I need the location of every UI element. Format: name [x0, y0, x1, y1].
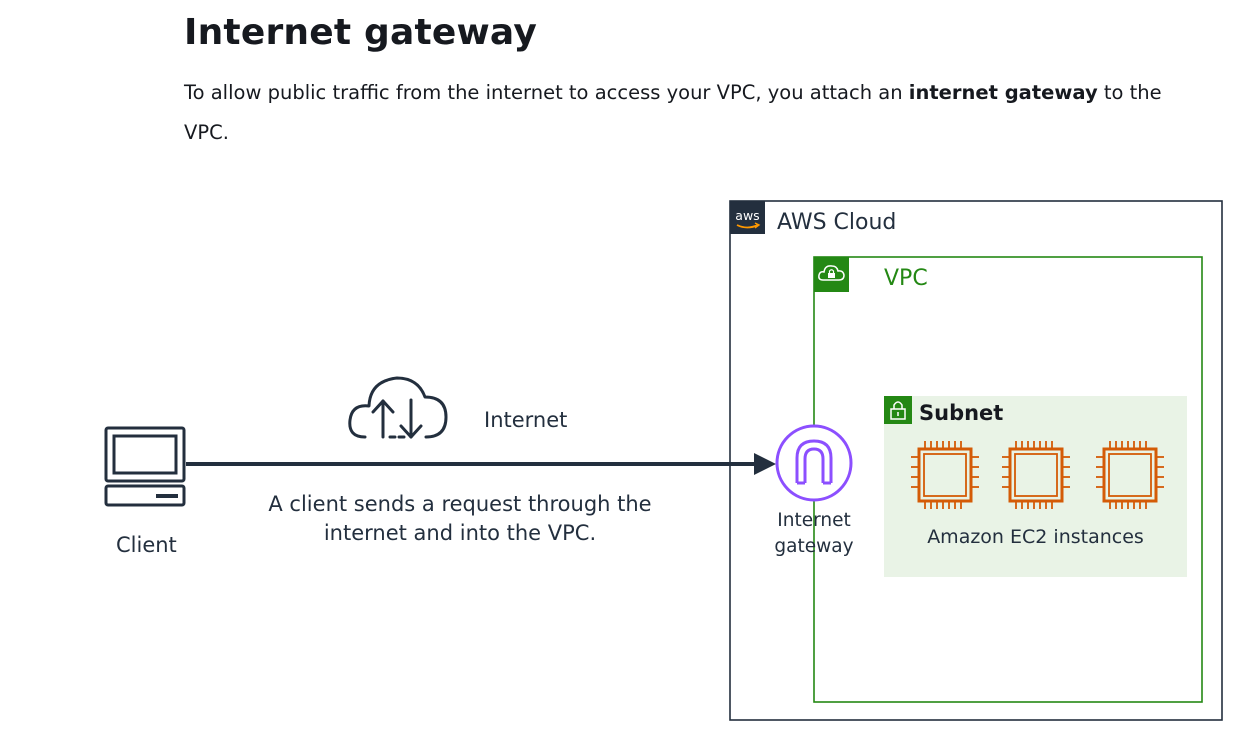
internet-label: Internet: [484, 408, 568, 432]
intro-text-bold: internet gateway: [908, 81, 1098, 104]
page-title: Internet gateway: [184, 12, 537, 53]
cloud-lock-icon: [814, 257, 849, 292]
aws-cloud-label: AWS Cloud: [777, 210, 897, 235]
padlock-icon: [884, 396, 912, 424]
aws-badge-text: aws: [735, 208, 759, 223]
internet-gateway-icon: [775, 424, 853, 502]
ec2-instances-label: Amazon EC2 instances: [927, 526, 1144, 548]
aws-logo-icon: aws: [730, 201, 765, 234]
client-label: Client: [116, 533, 177, 557]
subnet-group: [884, 396, 1187, 577]
vpc-label: VPC: [884, 266, 928, 291]
aws-cloud-group: [729, 200, 1223, 721]
cloud-upload-download-icon: [348, 376, 448, 439]
request-arrowhead: [754, 453, 776, 475]
intro-text-start: To allow public traffic from the interne…: [184, 81, 909, 104]
request-description: A client sends a request through the int…: [268, 492, 652, 545]
subnet-label: Subnet: [919, 401, 1004, 425]
intro-text-end: to the VPC.: [184, 81, 1162, 144]
intro-paragraph: To allow public traffic from the interne…: [184, 73, 1174, 153]
internet-gateway-label: Internet gateway: [774, 510, 854, 557]
laptop-icon: [104, 426, 186, 507]
